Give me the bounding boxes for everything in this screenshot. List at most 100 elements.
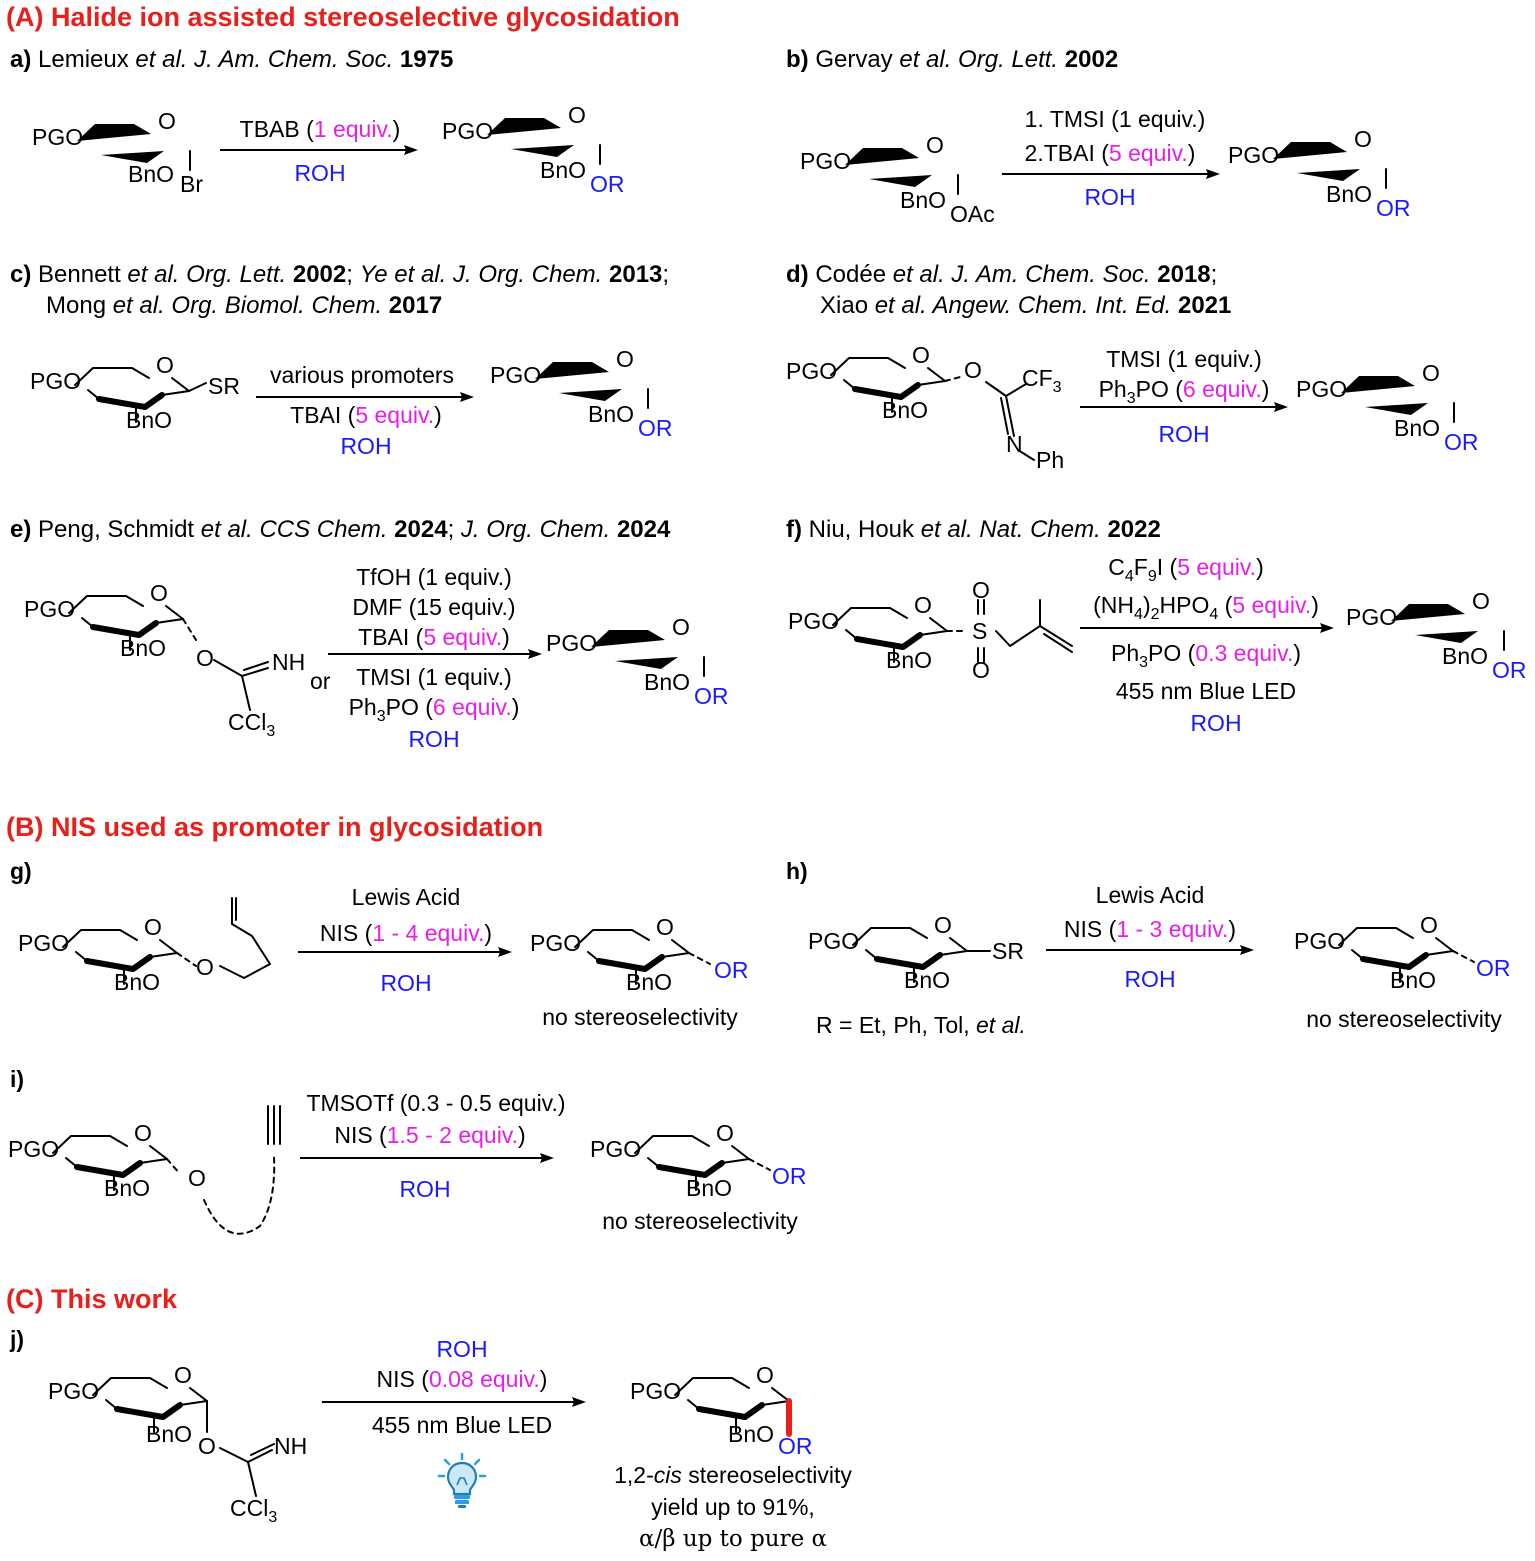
note-i: no stereoselectivity [602, 1208, 798, 1234]
arrow-e [328, 649, 542, 659]
svg-text:BnO: BnO [104, 1175, 150, 1201]
note-j-line3: α/β up to pure α [638, 1526, 828, 1552]
cond-a-roh: ROH [294, 160, 346, 186]
arrow-j [322, 1397, 586, 1407]
svg-text:SR: SR [992, 938, 1024, 964]
cond-i-line1: TMSOTf (0.3 - 0.5 equiv.) [306, 1090, 566, 1116]
svg-text:OR: OR [694, 683, 729, 709]
note-j-line1: 1,2-cis stereoselectivity [614, 1462, 852, 1488]
svg-text:BnO: BnO [128, 161, 174, 187]
molecule-b-reactant: PGO O BnO OAc [800, 132, 995, 227]
svg-text:O: O [934, 912, 952, 938]
svg-text:O: O [914, 592, 932, 618]
cond-d-line1: TMSI (1 equiv.) [1106, 346, 1262, 372]
svg-text:BnO: BnO [882, 397, 928, 423]
svg-text:BnO: BnO [886, 647, 932, 673]
svg-text:PGO: PGO [590, 1136, 641, 1162]
note-g: no stereoselectivity [542, 1004, 738, 1030]
svg-text:PGO: PGO [786, 358, 837, 384]
svg-text:OR: OR [1492, 657, 1527, 683]
svg-text:PGO: PGO [32, 124, 83, 150]
svg-text:BnO: BnO [588, 401, 634, 427]
svg-text:BnO: BnO [904, 967, 950, 993]
svg-text:O: O [926, 132, 944, 158]
label-i: i) [10, 1066, 25, 1092]
svg-text:PGO: PGO [442, 118, 493, 144]
svg-text:PGO: PGO [8, 1136, 59, 1162]
svg-text:PGO: PGO [530, 930, 581, 956]
molecule-d-product: PGO O BnO OR [1296, 360, 1479, 455]
arrow-f [1080, 623, 1334, 633]
section-c-title: (C) This work [6, 1284, 178, 1314]
svg-text:OAc: OAc [950, 201, 995, 227]
lightbulb-icon [437, 1452, 487, 1508]
svg-text:OR: OR [1376, 195, 1411, 221]
ref-a: a) Lemieux et al. J. Am. Chem. Soc. 1975 [10, 46, 454, 73]
cond-h-line2: NIS (1 - 3 equiv.) [1063, 916, 1237, 942]
cond-i-line2: NIS (1.5 - 2 equiv.) [334, 1122, 526, 1148]
ref-d-line1: d) Codée et al. J. Am. Chem. Soc. 2018; [786, 261, 1218, 288]
cond-f-line1: C4F9I (5 equiv.) [1108, 554, 1264, 585]
label-h: h) [786, 858, 808, 884]
arrow-i [300, 1153, 554, 1163]
svg-text:O: O [134, 1120, 152, 1146]
cond-j-line2: NIS (0.08 equiv.) [376, 1366, 548, 1392]
cond-f-roh: ROH [1190, 710, 1242, 736]
svg-text:O: O [568, 102, 586, 128]
svg-text:NH: NH [274, 1433, 307, 1459]
cond-e-line2: DMF (15 equiv.) [352, 594, 516, 620]
svg-text:BnO: BnO [1390, 967, 1436, 993]
note-j-line2: yield up to 91%, [651, 1494, 815, 1520]
svg-text:O: O [964, 357, 982, 383]
svg-text:NH: NH [272, 649, 305, 675]
svg-text:PGO: PGO [1346, 604, 1397, 630]
svg-text:OR: OR [778, 1433, 813, 1459]
svg-text:BnO: BnO [114, 969, 160, 995]
svg-text:PGO: PGO [1228, 142, 1279, 168]
cond-c-roh: ROH [340, 433, 392, 459]
ref-b: b) Gervay et al. Org. Lett. 2002 [786, 46, 1119, 73]
svg-text:PGO: PGO [630, 1378, 681, 1404]
ref-c-line1: c) Bennett et al. Org. Lett. 2002; Ye et… [10, 261, 670, 288]
svg-text:O: O [672, 614, 690, 640]
molecule-f-reactant: PGO O BnO S O O [788, 577, 1073, 683]
svg-text:PGO: PGO [490, 362, 541, 388]
cond-e-line4: TMSI (1 equiv.) [356, 664, 512, 690]
molecule-c-reactant: PGO O BnO SR [30, 352, 240, 433]
svg-text:O: O [616, 346, 634, 372]
molecule-i-product: PGO O BnO OR [590, 1120, 807, 1201]
arrow-a [220, 145, 418, 155]
cond-e-or: or [310, 668, 331, 694]
molecule-c-product: PGO O BnO OR [490, 346, 673, 441]
svg-text:O: O [972, 657, 990, 683]
svg-text:CF3: CF3 [1022, 365, 1062, 396]
svg-text:BnO: BnO [540, 157, 586, 183]
svg-text:BnO: BnO [126, 407, 172, 433]
cond-f-line4: 455 nm Blue LED [1115, 678, 1297, 704]
arrow-h [1046, 945, 1254, 955]
svg-text:OR: OR [1476, 955, 1511, 981]
svg-text:O: O [156, 352, 174, 378]
cond-e-line3: TBAI (5 equiv.) [358, 624, 510, 650]
svg-text:BnO: BnO [644, 669, 690, 695]
svg-text:O: O [912, 342, 930, 368]
svg-text:Ph: Ph [1036, 447, 1064, 473]
svg-text:PGO: PGO [808, 928, 859, 954]
cond-d-line2: Ph3PO (6 equiv.) [1098, 376, 1270, 407]
molecule-a-reactant: PGO O BnO Br [32, 108, 203, 197]
molecule-j-reactant: PGO O BnO O NH CCl3 [48, 1362, 307, 1526]
cond-g-line1: Lewis Acid [351, 884, 461, 910]
cond-h-roh: ROH [1124, 966, 1176, 992]
ref-d-line2: Xiao et al. Angew. Chem. Int. Ed. 2021 [820, 292, 1232, 319]
molecule-e-reactant: PGO O BnO O NH CCl3 [24, 580, 305, 740]
svg-text:O: O [196, 645, 214, 671]
cond-c-line2: TBAI (5 equiv.) [290, 402, 442, 428]
svg-text:O: O [656, 914, 674, 940]
cond-d-roh: ROH [1158, 421, 1210, 447]
svg-text:OR: OR [1444, 429, 1479, 455]
molecule-f-product: PGO O BnO OR [1346, 588, 1527, 683]
svg-text:O: O [1420, 912, 1438, 938]
svg-text:BnO: BnO [120, 635, 166, 661]
svg-text:O: O [144, 914, 162, 940]
cond-b-line1: 1. TMSI (1 equiv.) [1024, 106, 1206, 132]
